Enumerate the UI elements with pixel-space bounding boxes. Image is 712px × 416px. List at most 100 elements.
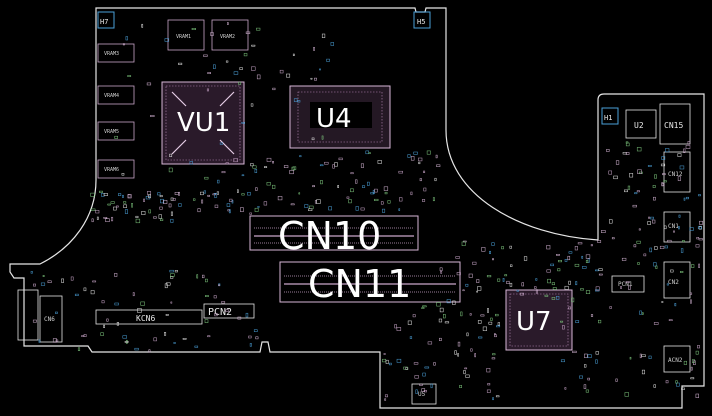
component-pad bbox=[213, 295, 217, 299]
component-pad bbox=[263, 201, 268, 206]
component-pad bbox=[486, 368, 491, 373]
component-pad bbox=[641, 312, 644, 315]
component-pad bbox=[568, 251, 573, 254]
component-pad bbox=[625, 142, 630, 147]
component-pad bbox=[360, 163, 364, 168]
component-pad bbox=[225, 60, 229, 63]
component-pad bbox=[465, 283, 469, 287]
component-pad bbox=[469, 313, 472, 316]
component-pad bbox=[490, 317, 493, 321]
component-pad bbox=[655, 265, 658, 269]
component-pad bbox=[698, 263, 700, 268]
component-pad bbox=[166, 282, 171, 286]
component-pad bbox=[99, 190, 103, 193]
component-pad bbox=[407, 320, 412, 325]
component-pad bbox=[407, 154, 411, 158]
component-pad bbox=[535, 278, 538, 281]
component-pad bbox=[174, 270, 178, 273]
component-pad bbox=[418, 161, 421, 165]
component-pad bbox=[457, 353, 459, 357]
component-pad bbox=[365, 150, 369, 155]
component-pad bbox=[663, 180, 667, 183]
component-pad bbox=[355, 179, 358, 184]
component-pad bbox=[321, 33, 326, 38]
component-pad bbox=[123, 204, 127, 208]
component-pad bbox=[436, 164, 441, 167]
component-pad bbox=[662, 173, 666, 176]
component-pad bbox=[580, 288, 584, 291]
component-pad bbox=[660, 163, 666, 167]
component-pad bbox=[544, 294, 549, 297]
component-pad bbox=[647, 165, 652, 167]
component-pad bbox=[237, 189, 239, 193]
component-pad bbox=[409, 336, 413, 339]
component-pad bbox=[516, 289, 519, 292]
component-pad bbox=[552, 287, 557, 290]
component-pad bbox=[92, 280, 97, 283]
component-pad bbox=[595, 359, 598, 364]
component-pad bbox=[159, 206, 163, 210]
component-pad bbox=[564, 285, 569, 290]
component-pad bbox=[292, 166, 297, 170]
chip-u7 bbox=[505, 289, 573, 351]
component-pad bbox=[674, 303, 677, 307]
component-pad bbox=[585, 389, 589, 393]
component-pad bbox=[289, 170, 294, 175]
component-pad bbox=[472, 261, 477, 265]
label-cn12: CN12 bbox=[668, 171, 683, 178]
component-pad bbox=[506, 280, 510, 284]
component-pad bbox=[452, 300, 456, 305]
component-pad bbox=[546, 245, 551, 250]
label-cn15: CN15 bbox=[664, 121, 683, 130]
label-kcn6: KCN6 bbox=[136, 314, 155, 323]
component-pad bbox=[587, 258, 590, 263]
component-pad bbox=[250, 103, 254, 107]
component-pad bbox=[309, 205, 314, 210]
component-pad bbox=[70, 276, 74, 281]
component-pad bbox=[205, 295, 209, 297]
component-pad bbox=[123, 201, 127, 204]
component-pad bbox=[638, 171, 643, 174]
component-pad bbox=[297, 100, 301, 103]
component-pad bbox=[233, 158, 238, 163]
component-pad bbox=[237, 316, 242, 320]
component-pad bbox=[627, 185, 631, 190]
component-pad bbox=[251, 66, 256, 71]
component-pad bbox=[200, 191, 204, 196]
component-pad bbox=[132, 292, 135, 297]
component-pad bbox=[61, 278, 64, 283]
component-pad bbox=[290, 203, 295, 206]
component-pad bbox=[653, 322, 659, 325]
component-pad bbox=[170, 211, 173, 216]
component-pad bbox=[159, 195, 163, 198]
component-pad bbox=[661, 156, 666, 160]
component-pad bbox=[638, 228, 641, 231]
label-h1: H1 bbox=[604, 114, 612, 122]
component-pad bbox=[243, 53, 248, 57]
component-pad bbox=[116, 322, 119, 326]
component-pad bbox=[103, 324, 105, 328]
component-pad bbox=[480, 314, 485, 317]
component-pad bbox=[321, 135, 324, 140]
component-pad bbox=[210, 32, 214, 36]
label-cn1: CN1 bbox=[668, 223, 679, 230]
component-pad bbox=[496, 325, 501, 328]
component-pad bbox=[465, 374, 470, 378]
component-pad bbox=[456, 272, 461, 276]
component-pad bbox=[399, 197, 403, 202]
component-pad bbox=[131, 203, 133, 208]
component-pad bbox=[590, 244, 593, 247]
component-pad bbox=[557, 268, 561, 272]
component-pad bbox=[148, 349, 151, 353]
component-pad bbox=[125, 36, 128, 41]
component-pad bbox=[664, 225, 667, 230]
component-pad bbox=[415, 389, 418, 394]
component-pad bbox=[253, 329, 258, 332]
component-pad bbox=[495, 395, 500, 398]
component-pad bbox=[42, 275, 45, 277]
component-pad bbox=[204, 319, 209, 323]
component-pad bbox=[153, 337, 157, 342]
component-pad bbox=[652, 219, 656, 224]
component-pad bbox=[334, 162, 338, 167]
component-pad bbox=[319, 164, 324, 167]
